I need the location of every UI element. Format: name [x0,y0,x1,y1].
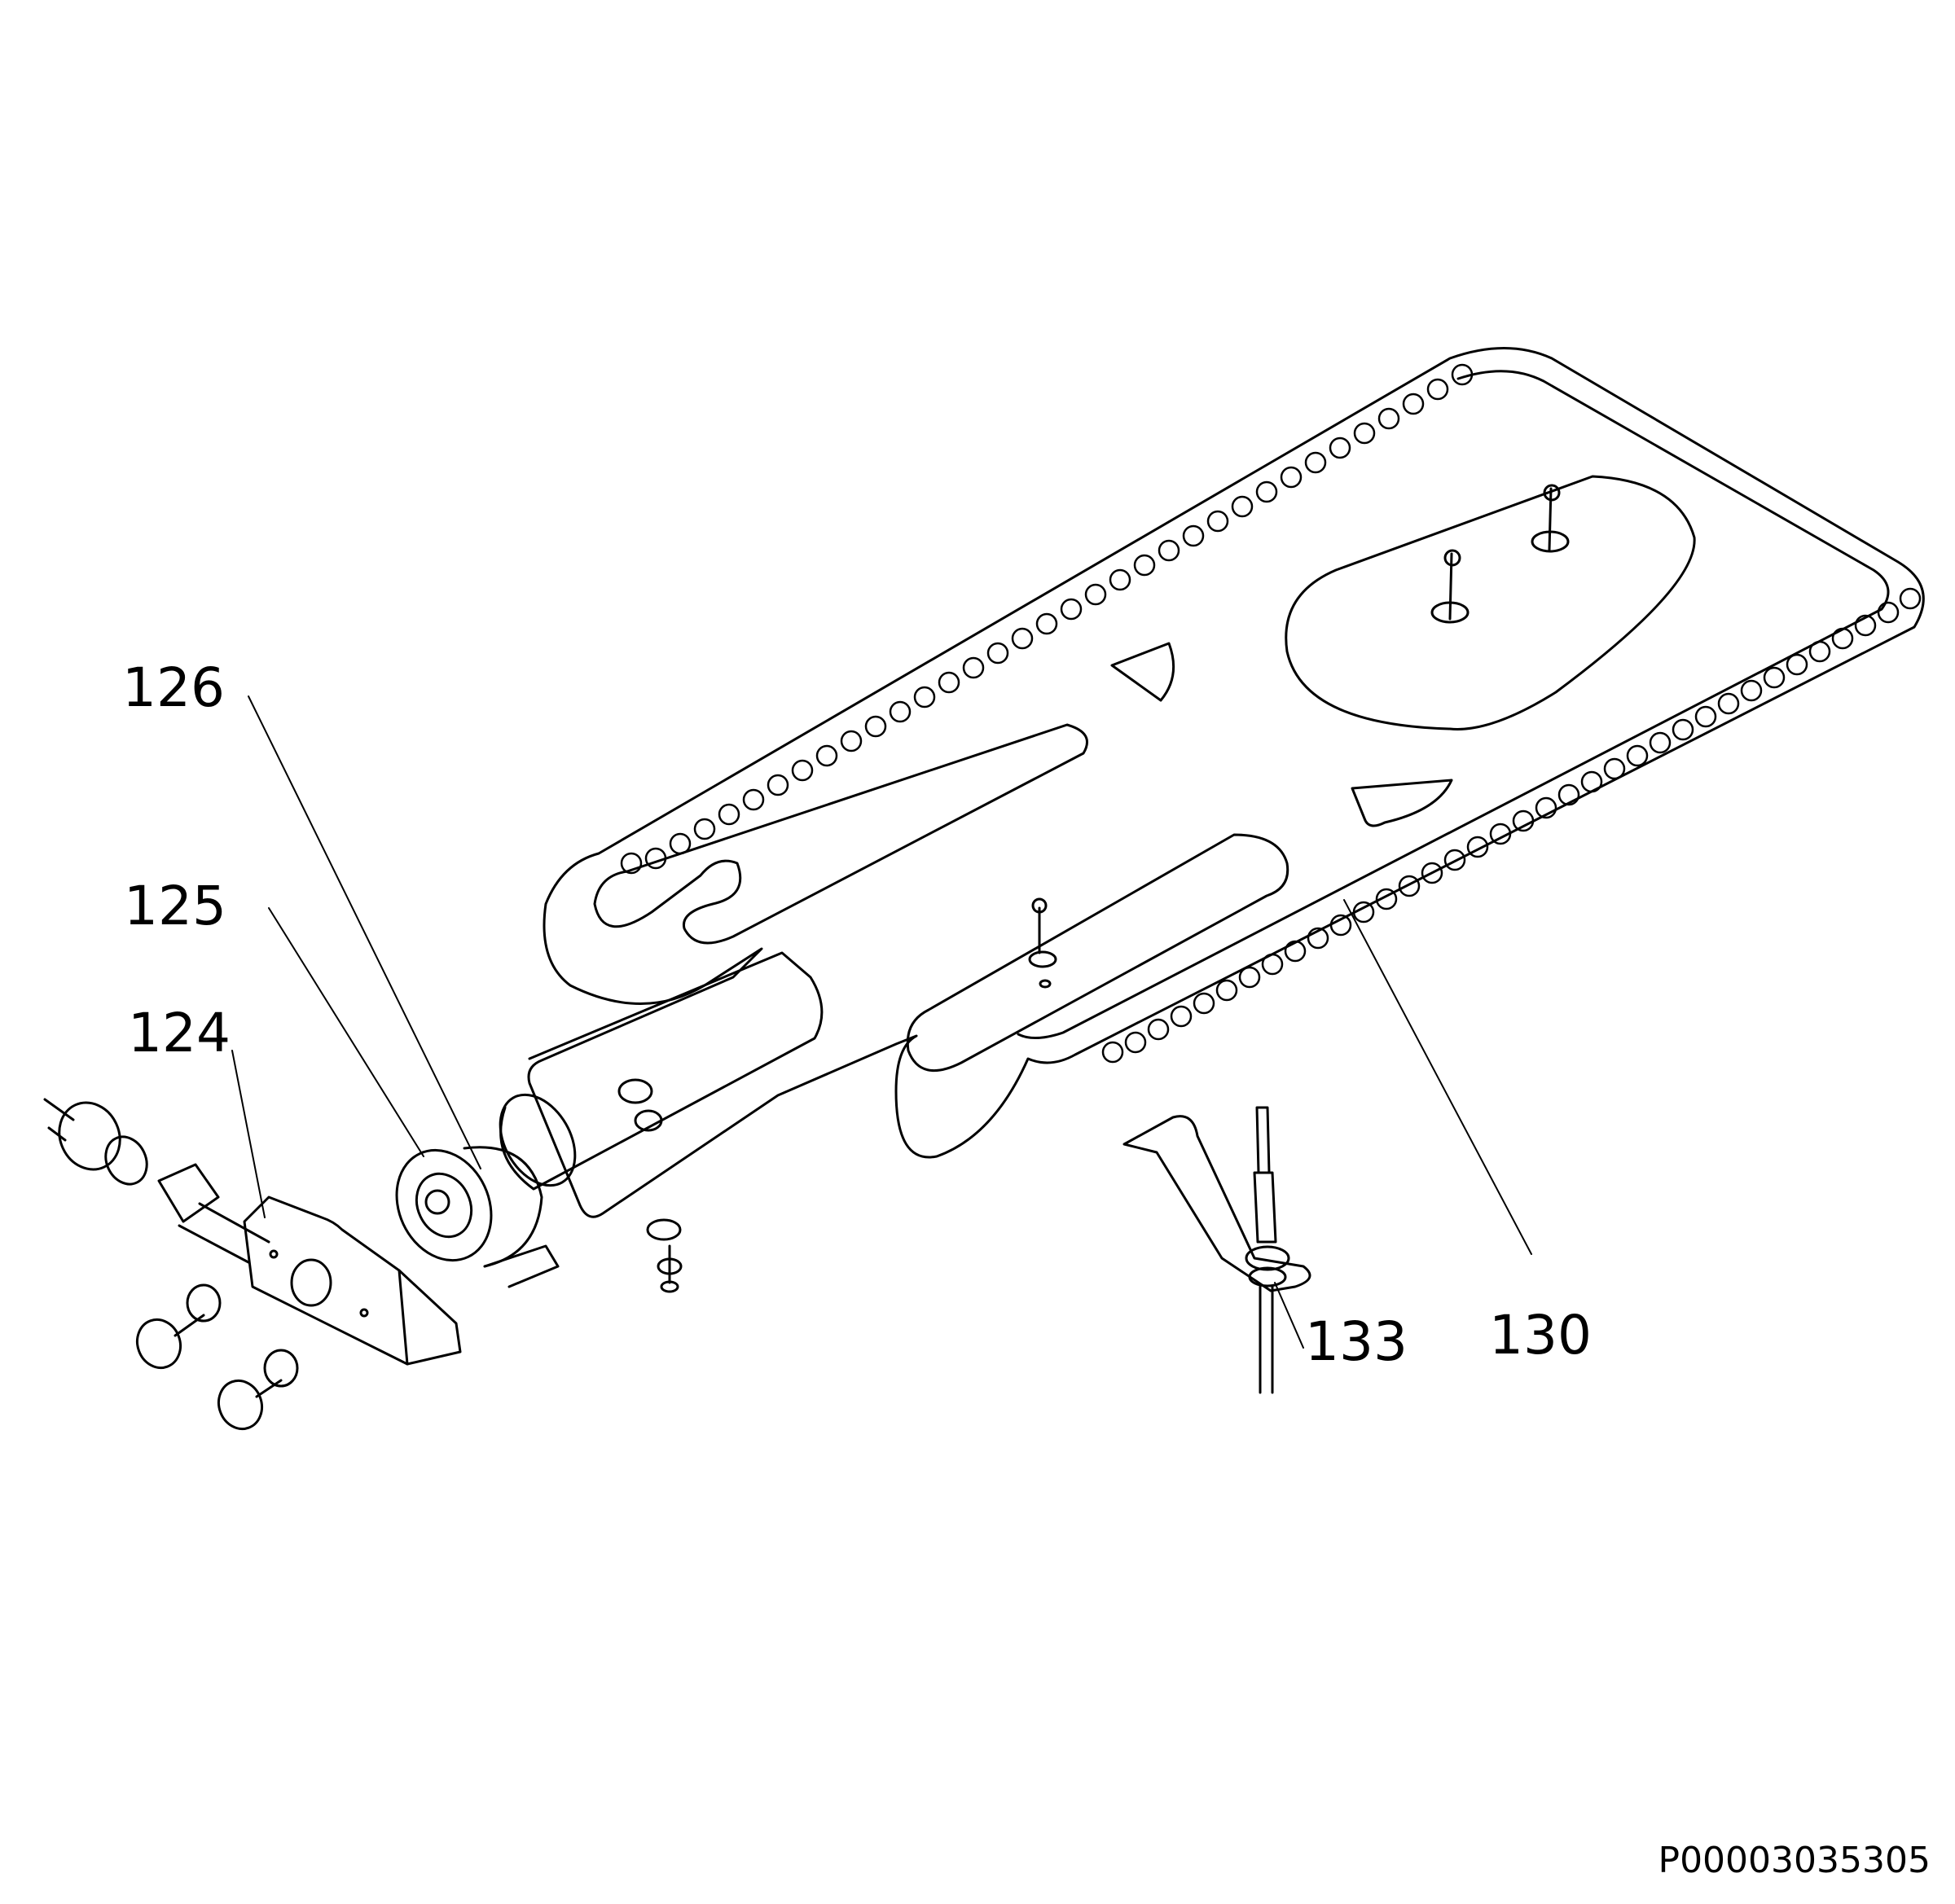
tray-inner-rim [1018,371,1888,1038]
tray-center-screw [1030,899,1056,987]
tray-tab-upper [1112,643,1174,700]
tube-port [619,1080,652,1103]
tray-slot-left [595,725,1087,943]
tray-oval-pad [1286,476,1694,729]
part-label-130: 130 [1489,1304,1592,1367]
tray-outer-rim [529,349,1923,1217]
burner-tube [501,953,822,1189]
tube-port-lower [635,1111,661,1130]
tray-tab-lower [1352,780,1452,826]
loose-screws [130,1285,297,1435]
tray-bead-row-lower [1103,589,1920,1062]
part-label-125: 125 [124,875,226,937]
burner-tray-130 [485,349,1923,1217]
leader-124 [232,1051,265,1217]
part-label-126: 126 [122,656,225,719]
leader-lines [232,696,1531,1348]
gas-connection-124 [45,1093,269,1262]
leader-126 [248,696,481,1169]
leader-133 [1275,1283,1303,1348]
mounting-bracket-125 [244,1197,460,1364]
pad-screws [1432,485,1568,622]
part-label-133: 133 [1305,1310,1408,1373]
tray-bead-row-upper [622,365,1472,873]
small-screw-washer [648,1220,681,1292]
air-shutter-126 [380,1134,558,1287]
part-label-124: 124 [128,1002,231,1064]
burner-tube-mouth [485,1081,590,1199]
thermocouple-133 [1124,1108,1310,1393]
leader-130 [1344,900,1531,1254]
leader-125 [269,908,424,1156]
tray-slot-right [907,835,1287,1071]
reference-code: P00003035305 [1658,1840,1931,1881]
